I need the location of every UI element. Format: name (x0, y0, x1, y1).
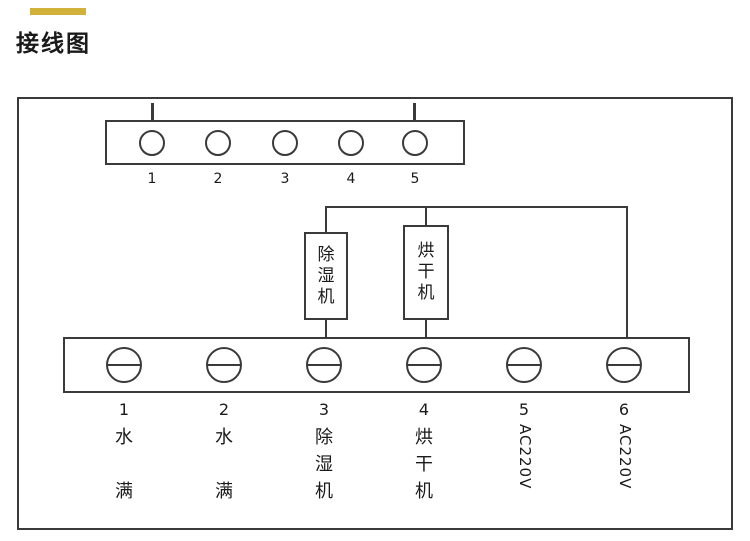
terminal-label-char: 水 (115, 427, 133, 448)
terminal-label-char: 机 (415, 481, 433, 502)
screw-terminal-icon-3 (306, 347, 342, 383)
top-terminal-number: 1 (147, 171, 157, 187)
top-terminal-circle-1 (139, 130, 165, 156)
terminal-label-char: 机 (315, 481, 333, 502)
terminal-label-char: 除 (315, 427, 333, 448)
screw-slot (408, 364, 440, 366)
screw-terminal-icon-1 (106, 347, 142, 383)
component-label-char: 湿 (317, 265, 335, 286)
screw-slot (508, 364, 540, 366)
wire-dryer-to-terminal-4 (425, 320, 427, 337)
screw-terminal-icon-6 (606, 347, 642, 383)
ac220v-label: AC220V (516, 424, 534, 490)
bottom-terminal-number: 1 (118, 400, 130, 419)
wire-to-dryer (425, 206, 427, 225)
component-label-char: 除 (317, 244, 335, 265)
screw-terminal-icon-4 (406, 347, 442, 383)
top-terminal-circle-3 (272, 130, 298, 156)
terminal-label-char: 水 (215, 427, 233, 448)
top-terminal-number: 2 (213, 171, 223, 187)
bottom-terminal-strip (63, 337, 690, 393)
bottom-terminal-number: 4 (418, 400, 430, 419)
input-wire-stub (151, 103, 154, 120)
bottom-terminal-number: 2 (218, 400, 230, 419)
component-label-char: 干 (417, 262, 435, 282)
top-terminal-number: 4 (346, 171, 356, 187)
screw-slot (208, 364, 240, 366)
component-label-char: 机 (317, 286, 335, 307)
top-terminal-circle-4 (338, 130, 364, 156)
bottom-terminal-number: 6 (618, 400, 630, 419)
screw-terminal-icon-2 (206, 347, 242, 383)
ac220v-label: AC220V (616, 424, 634, 490)
wire-dehumidifier-to-terminal-3 (325, 320, 327, 337)
terminal-label-char: 满 (115, 481, 133, 502)
component-label-char: 烘 (417, 241, 435, 261)
bottom-terminal-number: 5 (518, 400, 530, 419)
screw-slot (608, 364, 640, 366)
top-terminal-circle-2 (205, 130, 231, 156)
bottom-terminal-number: 3 (318, 400, 330, 419)
terminal-label-char: 湿 (315, 454, 333, 475)
bus-wire-horizontal (325, 206, 628, 208)
terminal-label-char: 烘 (415, 427, 433, 448)
top-terminal-number: 5 (410, 171, 420, 187)
input-wire-stub (413, 103, 416, 120)
dehumidifier-box: 除 湿 机 (304, 232, 348, 320)
title-accent-bar (30, 8, 86, 15)
diagram-frame (17, 97, 733, 530)
screw-slot (308, 364, 340, 366)
terminal-label-char: 满 (215, 481, 233, 502)
screw-terminal-icon-5 (506, 347, 542, 383)
component-label-char: 机 (417, 283, 435, 303)
wire-to-dehumidifier (325, 206, 327, 232)
top-terminal-number: 3 (280, 171, 290, 187)
top-terminal-circle-5 (402, 130, 428, 156)
dryer-box: 烘 干 机 (403, 225, 449, 320)
page-title: 接线图 (16, 31, 91, 57)
screw-slot (108, 364, 140, 366)
terminal-label-char: 干 (415, 454, 433, 475)
wire-to-terminal-6 (626, 206, 628, 337)
